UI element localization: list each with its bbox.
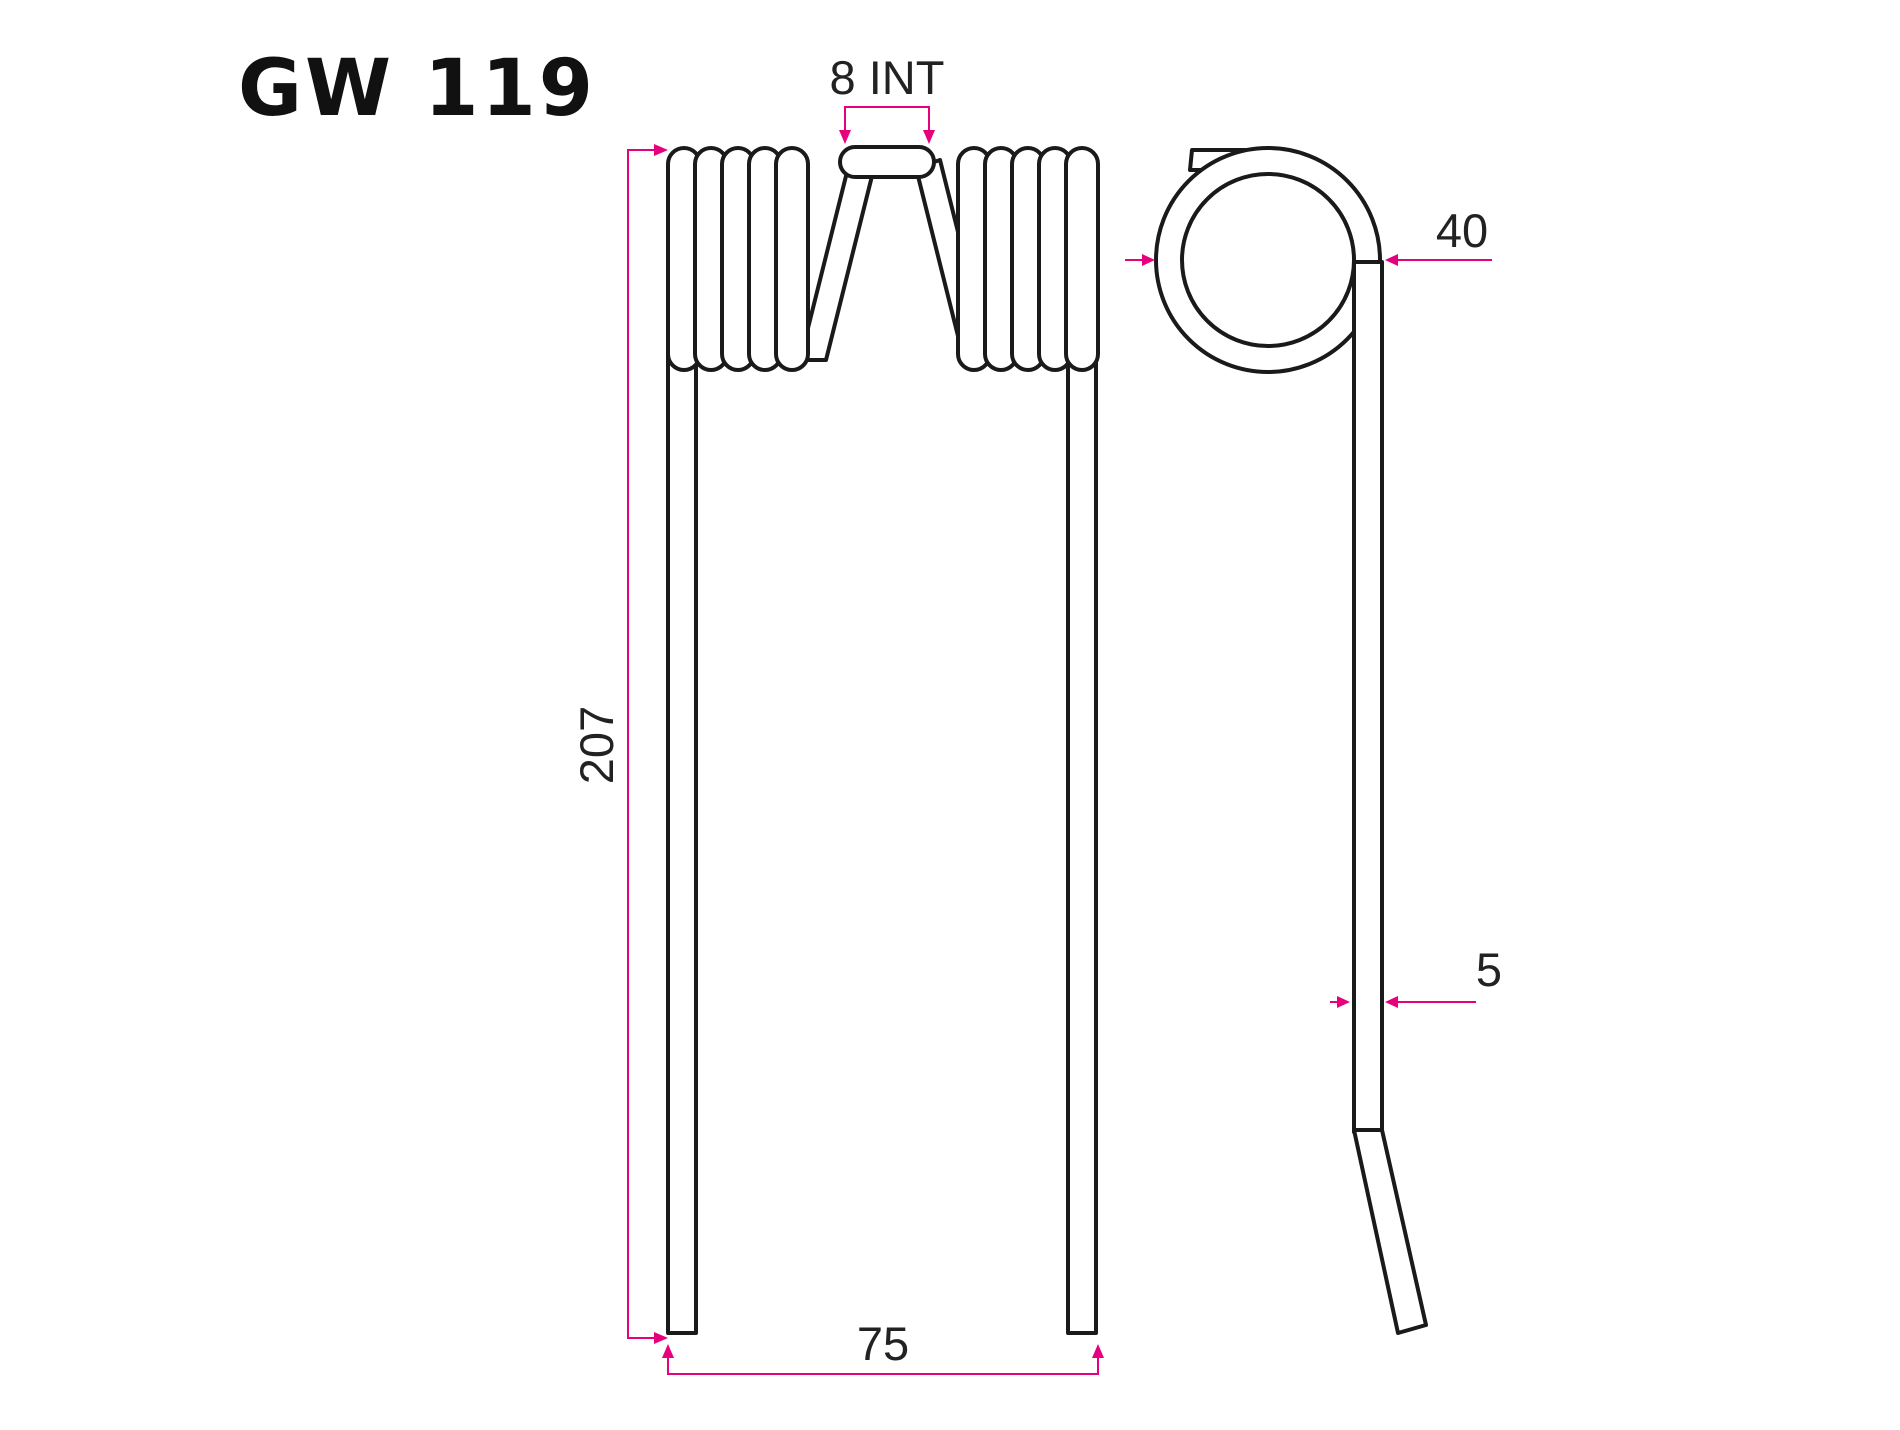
left-tine-leg [666,203,698,1335]
left-coil [666,146,810,372]
dimension-arrow [654,1332,668,1344]
dimension-arrow [1142,254,1155,266]
dimension-line-height [627,149,660,1339]
dimension-arrow [662,1344,674,1358]
left-coil-turn [774,146,810,372]
side-tine-tip [1352,1128,1428,1335]
dimension-label-width: 75 [857,1317,909,1370]
dimension-label-height: 207 [570,706,623,784]
front-view [666,145,1100,1335]
dimension-arrow [1092,1344,1104,1358]
dimension-label-wire-diameter: 5 [1476,943,1502,996]
dimension-line-width [667,1350,1099,1375]
side-view [1154,146,1428,1335]
dimension-arrow [1385,996,1398,1008]
side-tine-leg [1352,260,1384,1134]
left-connector-wire [798,158,876,362]
right-coil-turn [1064,146,1100,372]
dimension-arrow [1337,996,1350,1008]
right-coil [956,146,1100,372]
dimension-arrow [923,130,935,144]
dimension-arrow [654,144,668,156]
dimension-annotations: 8 INT 207 75 40 5 [570,51,1502,1375]
right-tine-leg [1066,203,1098,1335]
dimension-arrow [1385,254,1398,266]
dimension-label-coil-diameter: 40 [1436,204,1488,257]
dimension-arrow [839,130,851,144]
dimension-line-coil-inner [844,106,930,138]
dimension-label-coil-inner: 8 INT [830,51,945,104]
part-number-title: GW 119 [238,44,597,134]
center-loop [838,145,936,179]
side-coil-hole [1180,172,1356,348]
